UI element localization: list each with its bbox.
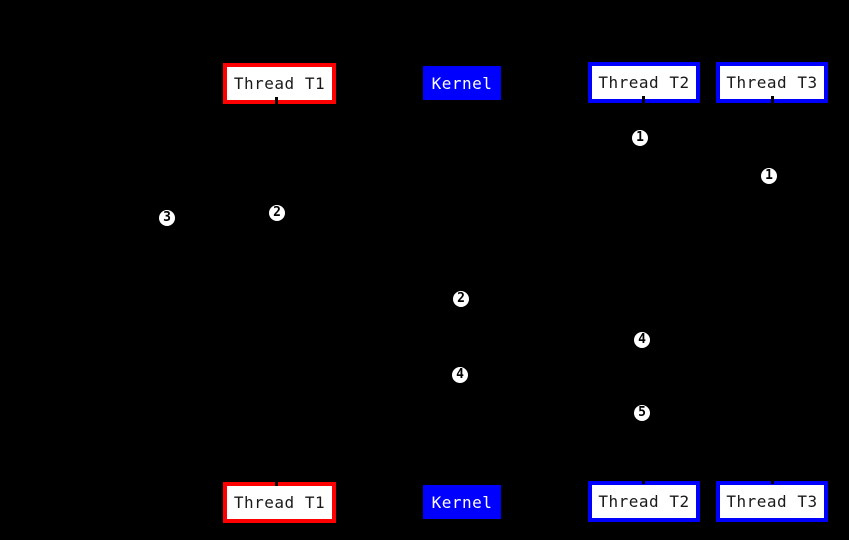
step-marker-4-kernel: 4 [452,367,468,383]
step-marker-4-t2: 4 [634,332,650,348]
box-kernel-bottom: Kernel [423,485,501,519]
box-thread-t2-bottom-label: Thread T2 [598,492,690,511]
box-kernel-top: Kernel [423,66,501,100]
step-marker-5-t2: 5 [634,405,650,421]
lifeline-stub-t3-top [771,96,774,105]
box-thread-t3-bottom: Thread T3 [716,481,828,522]
lifeline-stub-t2-bottom [642,475,645,484]
lifeline-stub-t1-top [275,97,278,106]
step-marker-3-left: 3 [159,210,175,226]
box-thread-t1-top: Thread T1 [223,63,336,104]
box-thread-t1-bottom-label: Thread T1 [233,493,326,512]
step-marker-2-t1: 2 [269,205,285,221]
box-thread-t1-top-label: Thread T1 [233,74,326,93]
box-thread-t3-bottom-label: Thread T3 [726,492,818,511]
lifeline-stub-t2-top [642,96,645,105]
box-kernel-top-label: Kernel [431,73,493,93]
box-thread-t1-bottom: Thread T1 [223,482,336,523]
box-thread-t3-top-label: Thread T3 [726,73,818,92]
box-thread-t2-bottom: Thread T2 [588,481,700,522]
step-marker-2-kernel: 2 [453,291,469,307]
step-marker-1-t2: 1 [632,130,648,146]
lifeline-stub-t1-bottom [275,477,278,486]
box-kernel-bottom-label: Kernel [431,492,493,512]
step-marker-1-t3: 1 [761,168,777,184]
box-thread-t2-top-label: Thread T2 [598,73,690,92]
lifeline-stub-t3-bottom [771,475,774,484]
